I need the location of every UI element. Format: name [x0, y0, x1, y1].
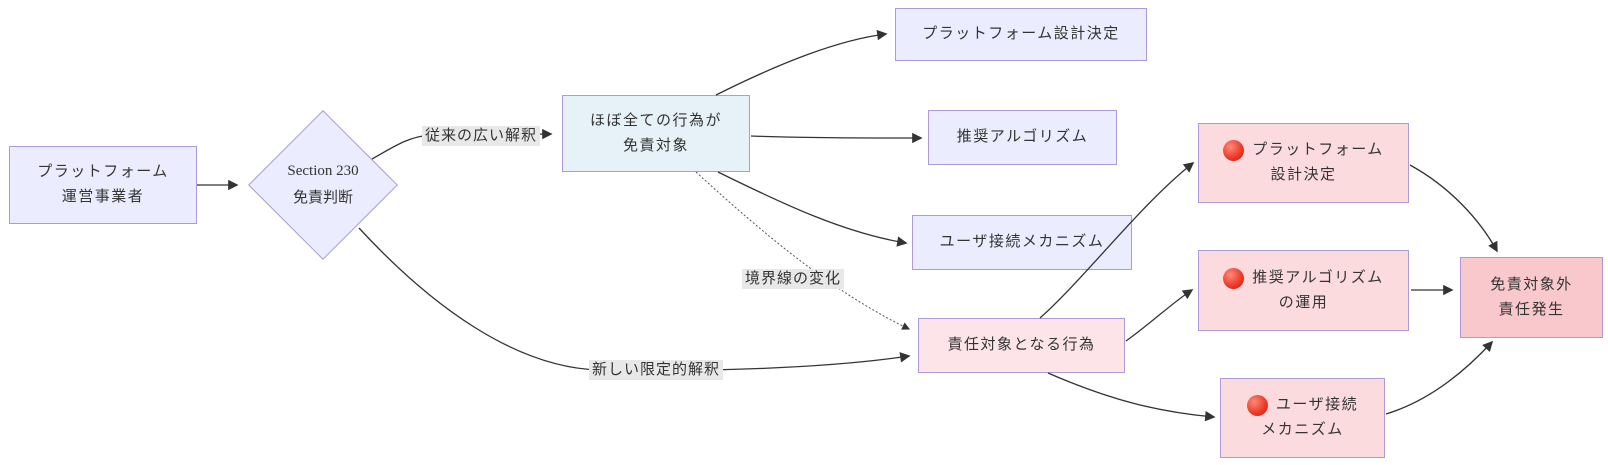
node-line: Section 230: [287, 163, 359, 179]
node-line: 免責対象: [622, 137, 689, 154]
node-liable-platform-design: プラットフォーム 設計決定: [1198, 123, 1409, 203]
node-line: プラットフォーム設計決定: [922, 26, 1120, 43]
node-line: 責任発生: [1498, 301, 1565, 318]
node-line: の運用: [1278, 294, 1329, 311]
edge-broad-to-connection: [717, 171, 908, 247]
red-circle-icon: [1246, 395, 1268, 417]
node-platform-operator: プラットフォーム 運営事業者: [9, 146, 197, 224]
node-line: プラットフォーム: [37, 164, 169, 181]
node-line: プラットフォーム: [1252, 142, 1384, 159]
edge-label-broad-interpretation: 従来の広い解釈: [421, 126, 541, 146]
node-line: 運営事業者: [61, 189, 145, 205]
node-recommend-algorithm: 推奨アルゴリズム: [928, 110, 1117, 165]
node-line: ユーザ接続: [1275, 397, 1359, 414]
node-section230-decision: Section 230 免責判断: [247, 110, 399, 260]
node-user-connection: ユーザ接続メカニズム: [912, 215, 1132, 270]
edge-liable-acts-to-connection: [1047, 372, 1216, 422]
node-platform-design: プラットフォーム設計決定: [895, 8, 1147, 61]
node-liable-algorithm: 推奨アルゴリズム の運用: [1198, 250, 1409, 331]
node-line: ほぼ全ての行為が: [589, 112, 722, 129]
node-line: 推奨アルゴリズム: [1252, 269, 1384, 286]
edge-broad-to-algorithm: [750, 132, 923, 144]
edge-label-narrow-interpretation: 新しい限定的解釈: [588, 360, 724, 380]
edge-label-boundary-shift: 境界線の変化: [741, 269, 845, 289]
node-liable-connection: ユーザ接続 メカニズム: [1220, 378, 1385, 458]
red-circle-icon: [1223, 140, 1245, 162]
edge-boundary-shift-dotted: [695, 171, 911, 330]
node-liable-acts: 責任対象となる行為: [918, 318, 1125, 373]
edge-decision-to-liable-acts: [358, 227, 911, 372]
node-line: 推奨アルゴリズム: [956, 129, 1089, 146]
node-line: 責任対象となる行為: [947, 337, 1096, 354]
node-line: 設計決定: [1270, 167, 1337, 183]
edge-design-to-outcome: [1409, 164, 1498, 253]
node-liability-arises: 免責対象外 責任発生: [1460, 257, 1603, 338]
edge-connection-to-outcome: [1385, 340, 1494, 415]
edge-broad-to-design: [715, 29, 888, 96]
node-broad-exemption: ほぼ全ての行為が 免責対象: [562, 95, 750, 172]
node-line: 免責判断: [292, 190, 353, 206]
node-line: ユーザ接続メカニズム: [939, 234, 1105, 251]
red-circle-icon: [1223, 267, 1245, 289]
node-line: メカニズム: [1261, 422, 1344, 438]
edge-liable-acts-to-algorithm: [1125, 289, 1194, 342]
node-line: 免責対象外: [1490, 276, 1573, 293]
